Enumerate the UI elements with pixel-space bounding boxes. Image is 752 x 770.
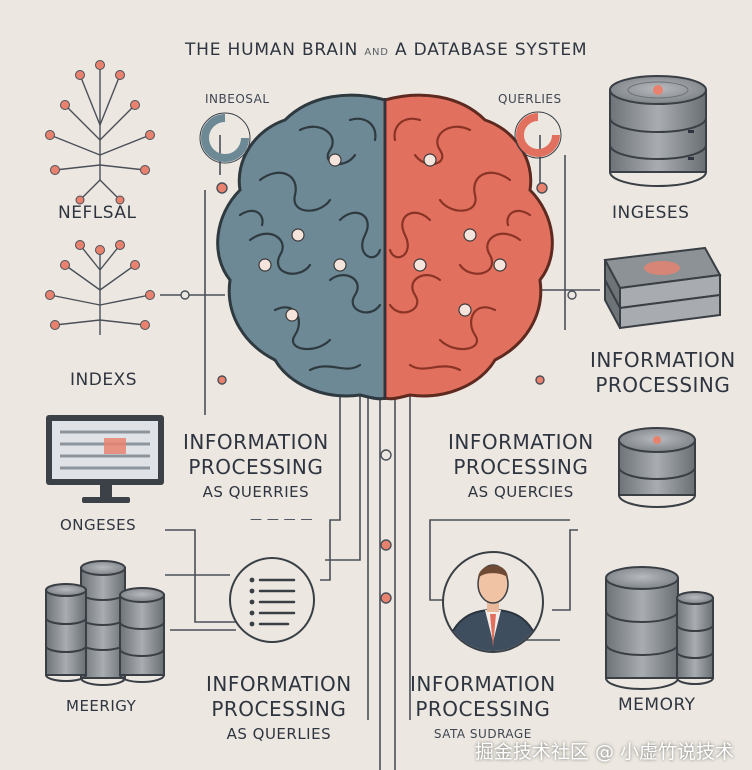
label-line: INFORMATION [410, 672, 556, 696]
businessman-icon [442, 551, 544, 653]
connector-nodes [180, 182, 577, 604]
label-memory: MEMORY [618, 695, 696, 715]
brain-nodes [258, 153, 507, 322]
label-line: SATA SUDRAGE [433, 727, 532, 741]
database-stack-icon [609, 75, 707, 187]
monitor-icon [46, 415, 164, 503]
label-line: INFORMATION [590, 348, 736, 372]
database-stack-icon [45, 560, 165, 686]
label-line: INFORMATION [206, 672, 352, 696]
label-center-left: INFORMATION PROCESSING AS QUERRIES [183, 430, 329, 505]
connector-lines [160, 135, 600, 770]
donut-chart-icon [514, 111, 562, 159]
tree-network-icon [45, 240, 155, 335]
label-line: INFORMATION [183, 430, 329, 454]
label-top-left: INBEOSAL [205, 92, 270, 106]
document-list-icon [229, 557, 315, 643]
label-line: PROCESSING [415, 697, 551, 721]
label-line: PROCESSING [453, 455, 589, 479]
title-right: A DATABASE SYSTEM [394, 40, 588, 60]
label-line: AS QUERLIES [226, 725, 332, 743]
label-line: PROCESSING [595, 373, 731, 397]
title-connector: AND [364, 47, 389, 58]
label-line: AS QUERRIES [202, 483, 310, 501]
label-line: PROCESSING [211, 697, 347, 721]
label-indexs: INDEXS [70, 370, 137, 390]
label-line: AS QUERCIES [467, 483, 574, 501]
database-stack-icon [605, 566, 714, 690]
label-line: PROCESSING [188, 455, 324, 479]
label-neural: NEFLSAL [58, 203, 137, 223]
label-bottom-right: INFORMATION PROCESSING SATA SUDRAGE [410, 672, 556, 747]
page-title: THE HUMAN BRAIN AND A DATABASE SYSTEM [185, 40, 587, 60]
label-bottom-left: INFORMATION PROCESSING AS QUERLIES [206, 672, 352, 747]
database-stack-icon [618, 427, 696, 508]
tree-network-icon [45, 60, 155, 205]
server-tray-icon [603, 246, 722, 330]
label-meergy: MEERIGY [66, 697, 137, 715]
brain-right-hemisphere [383, 93, 554, 401]
brain-left-hemisphere [216, 93, 387, 401]
title-left: THE HUMAN BRAIN [185, 40, 359, 60]
label-info-processing-right: INFORMATION PROCESSING [590, 348, 736, 398]
donut-chart-icon [199, 112, 251, 164]
label-top-right: QUERLIES [498, 92, 562, 106]
label-center-right: INFORMATION PROCESSING AS QUERCIES [448, 430, 594, 505]
label-ingeses: INGESES [612, 203, 690, 223]
label-line: INFORMATION [448, 430, 594, 454]
label-ongeses: ONGESES [60, 516, 137, 534]
watermark: 掘金技术社区 @ 小虚竹说技术 [474, 741, 734, 763]
small-sign: — — — — [250, 512, 313, 526]
